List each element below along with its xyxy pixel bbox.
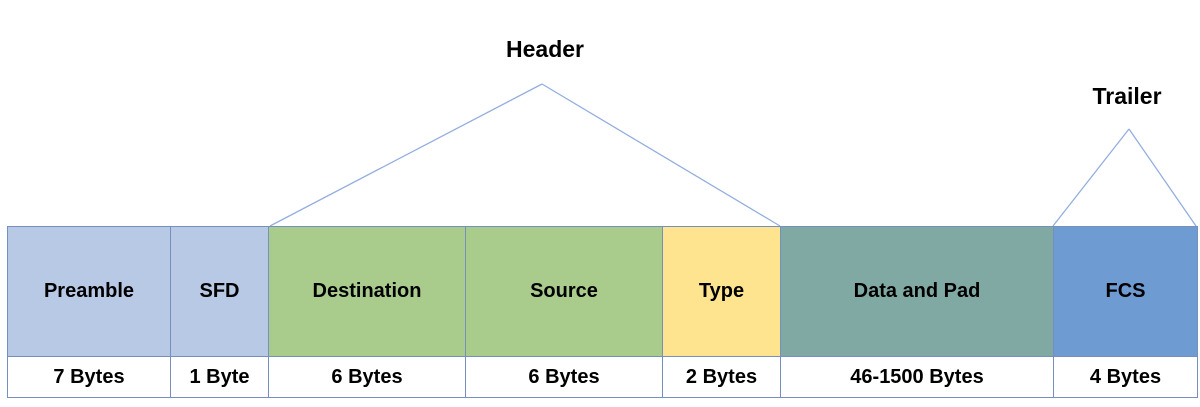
field-box-source: Source [465, 226, 663, 357]
header-group-label: Header [506, 36, 584, 62]
size-cell-destination: 6 Bytes [268, 356, 466, 398]
trailer-brace-line-right [1128, 128, 1197, 227]
field-box-type: Type [662, 226, 781, 357]
field-box-sfd: SFD [170, 226, 269, 357]
size-cell-fcs: 4 Bytes [1053, 356, 1198, 398]
header-brace-line-left [269, 83, 543, 227]
size-cell-data-and-pad: 46-1500 Bytes [780, 356, 1054, 398]
size-cell-preamble: 7 Bytes [7, 356, 171, 398]
header-brace-line-right [541, 83, 781, 227]
field-box-destination: Destination [268, 226, 466, 357]
field-box-preamble: Preamble [7, 226, 171, 357]
field-box-fcs: FCS [1053, 226, 1198, 357]
trailer-group-label: Trailer [1092, 83, 1162, 109]
field-box-data-and-pad: Data and Pad [780, 226, 1054, 357]
size-cell-source: 6 Bytes [465, 356, 663, 398]
size-cell-type: 2 Bytes [662, 356, 781, 398]
size-cell-sfd: 1 Byte [170, 356, 269, 398]
trailer-brace-line-left [1052, 128, 1130, 227]
